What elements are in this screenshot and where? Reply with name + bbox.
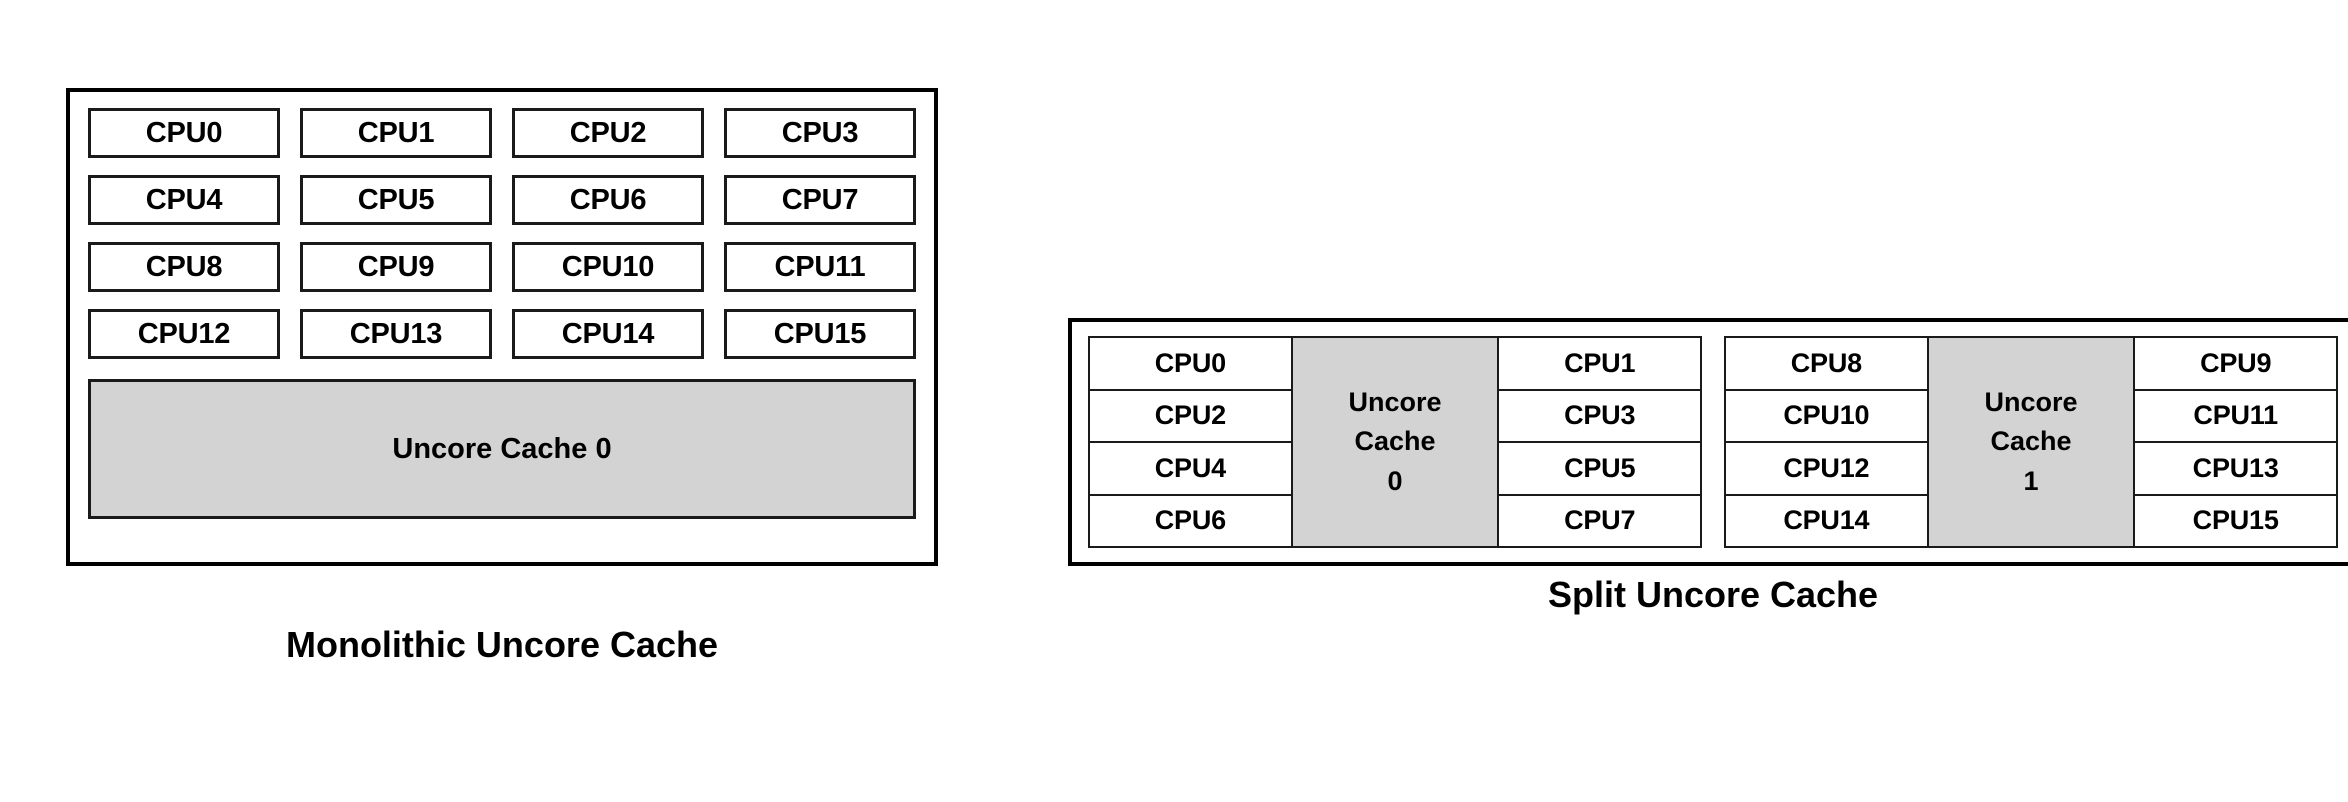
cpu-column-odd: CPU9 CPU11 CPU13 CPU15 bbox=[2133, 336, 2339, 548]
uncore-cache-line-1: Uncore bbox=[1984, 387, 2078, 418]
cpu-box: CPU2 bbox=[1088, 388, 1293, 443]
cpu-column-even: CPU8 CPU10 CPU12 CPU14 bbox=[1724, 336, 1929, 548]
cpu-box: CPU3 bbox=[1497, 388, 1703, 443]
cpu-box: CPU7 bbox=[1497, 493, 1703, 548]
cpu-box: CPU7 bbox=[724, 175, 916, 225]
cpu-box: CPU8 bbox=[88, 242, 280, 292]
cpu-box: CPU12 bbox=[88, 309, 280, 359]
uncore-cache-block: Uncore Cache 0 bbox=[1290, 336, 1500, 548]
cpu-box: CPU9 bbox=[300, 242, 492, 292]
uncore-cache-block: Uncore Cache 0 bbox=[88, 379, 916, 519]
split-group: CPU8 CPU10 CPU12 CPU14 Uncore Cache 1 CP… bbox=[1724, 336, 2339, 548]
figure-caption: Split Uncore Cache bbox=[1547, 574, 1879, 615]
cpu-box: CPU2 bbox=[512, 108, 704, 158]
cpu-box: CPU10 bbox=[512, 242, 704, 292]
cpu-box: CPU15 bbox=[2133, 493, 2339, 548]
uncore-cache-line-2: Cache bbox=[1354, 426, 1436, 457]
cpu-box: CPU11 bbox=[2133, 388, 2339, 443]
split-uncore-cache-figure: CPU0 CPU2 CPU4 CPU6 Uncore Cache 0 CPU1 … bbox=[1068, 318, 2348, 615]
cpu-box: CPU1 bbox=[1497, 336, 1703, 391]
cpu-box: CPU5 bbox=[1497, 441, 1703, 496]
cpu-box: CPU1 bbox=[300, 108, 492, 158]
cpu-box: CPU4 bbox=[88, 175, 280, 225]
cpu-box: CPU9 bbox=[2133, 336, 2339, 391]
cpu-box: CPU6 bbox=[512, 175, 704, 225]
cpu-box: CPU14 bbox=[1724, 493, 1929, 548]
monolithic-cpu-grid: CPU0 CPU1 CPU2 CPU3 CPU4 CPU5 CPU6 CPU7 … bbox=[88, 108, 916, 359]
cpu-box: CPU6 bbox=[1088, 493, 1293, 548]
figure-caption: Monolithic Uncore Cache bbox=[285, 624, 719, 665]
uncore-cache-block: Uncore Cache 1 bbox=[1926, 336, 2136, 548]
cpu-box: CPU10 bbox=[1724, 388, 1929, 443]
cpu-column-odd: CPU1 CPU3 CPU5 CPU7 bbox=[1497, 336, 1703, 548]
cpu-box: CPU4 bbox=[1088, 441, 1293, 496]
cpu-column-even: CPU0 CPU2 CPU4 CPU6 bbox=[1088, 336, 1293, 548]
cpu-box: CPU8 bbox=[1724, 336, 1929, 391]
monolithic-uncore-cache-figure: CPU0 CPU1 CPU2 CPU3 CPU4 CPU5 CPU6 CPU7 … bbox=[66, 88, 938, 665]
uncore-cache-line-3: 1 bbox=[2023, 465, 2039, 496]
cpu-box: CPU3 bbox=[724, 108, 916, 158]
monolithic-package-outline: CPU0 CPU1 CPU2 CPU3 CPU4 CPU5 CPU6 CPU7 … bbox=[66, 88, 938, 566]
cpu-box: CPU5 bbox=[300, 175, 492, 225]
cpu-box: CPU0 bbox=[1088, 336, 1293, 391]
split-group: CPU0 CPU2 CPU4 CPU6 Uncore Cache 0 CPU1 … bbox=[1088, 336, 1703, 548]
cpu-box: CPU15 bbox=[724, 309, 916, 359]
cpu-box: CPU11 bbox=[724, 242, 916, 292]
uncore-cache-line-1: Uncore bbox=[1348, 387, 1442, 418]
uncore-cache-line-3: 0 bbox=[1387, 465, 1403, 496]
cpu-box: CPU13 bbox=[2133, 441, 2339, 496]
cpu-box: CPU0 bbox=[88, 108, 280, 158]
uncore-cache-line-2: Cache bbox=[1990, 426, 2072, 457]
cpu-box: CPU12 bbox=[1724, 441, 1929, 496]
cpu-box: CPU13 bbox=[300, 309, 492, 359]
cpu-box: CPU14 bbox=[512, 309, 704, 359]
split-package-outline: CPU0 CPU2 CPU4 CPU6 Uncore Cache 0 CPU1 … bbox=[1068, 318, 2348, 566]
